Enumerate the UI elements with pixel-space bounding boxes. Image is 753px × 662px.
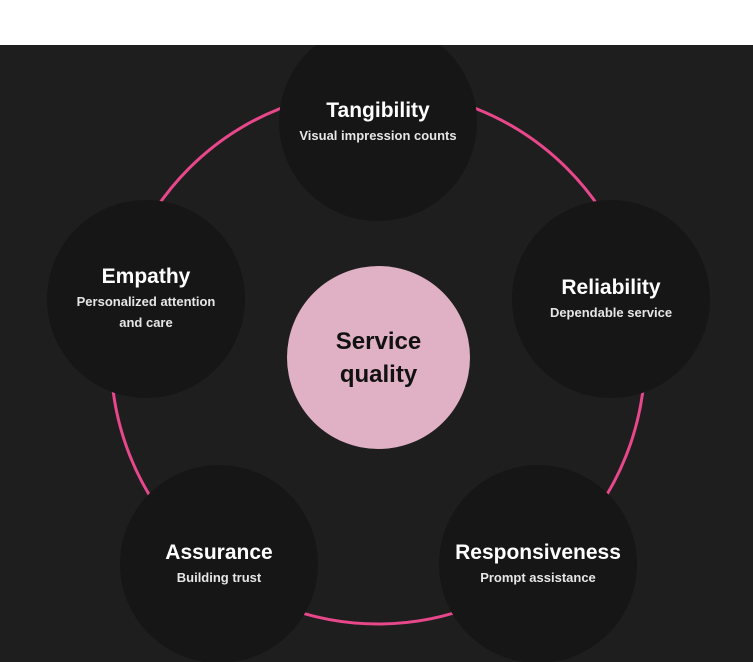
center-label: Service quality — [335, 327, 422, 388]
node-responsiveness: Responsiveness Prompt assistance — [439, 465, 637, 662]
node-title: Responsiveness — [455, 540, 621, 564]
node-subtitle: Personalized attention and care — [76, 294, 216, 330]
center-node-service-quality: Service quality — [287, 266, 470, 449]
node-reliability: Reliability Dependable service — [512, 200, 710, 398]
node-tangibility: Tangibility Visual impression counts — [279, 45, 477, 221]
node-subtitle: Dependable service — [549, 304, 673, 320]
node-subtitle: Prompt assistance — [480, 569, 596, 585]
node-empathy: Empathy Personalized attention and care — [47, 200, 245, 398]
node-subtitle: Building trust — [176, 569, 262, 585]
node-title: Reliability — [561, 275, 661, 299]
node-subtitle: Visual impression counts — [299, 127, 457, 143]
node-title: Tangibility — [326, 98, 430, 122]
node-assurance: Assurance Building trust — [120, 465, 318, 662]
diagram-canvas: Tangibility Visual impression counts Rel… — [0, 45, 753, 662]
node-title: Empathy — [101, 265, 191, 288]
node-title: Assurance — [165, 540, 273, 564]
